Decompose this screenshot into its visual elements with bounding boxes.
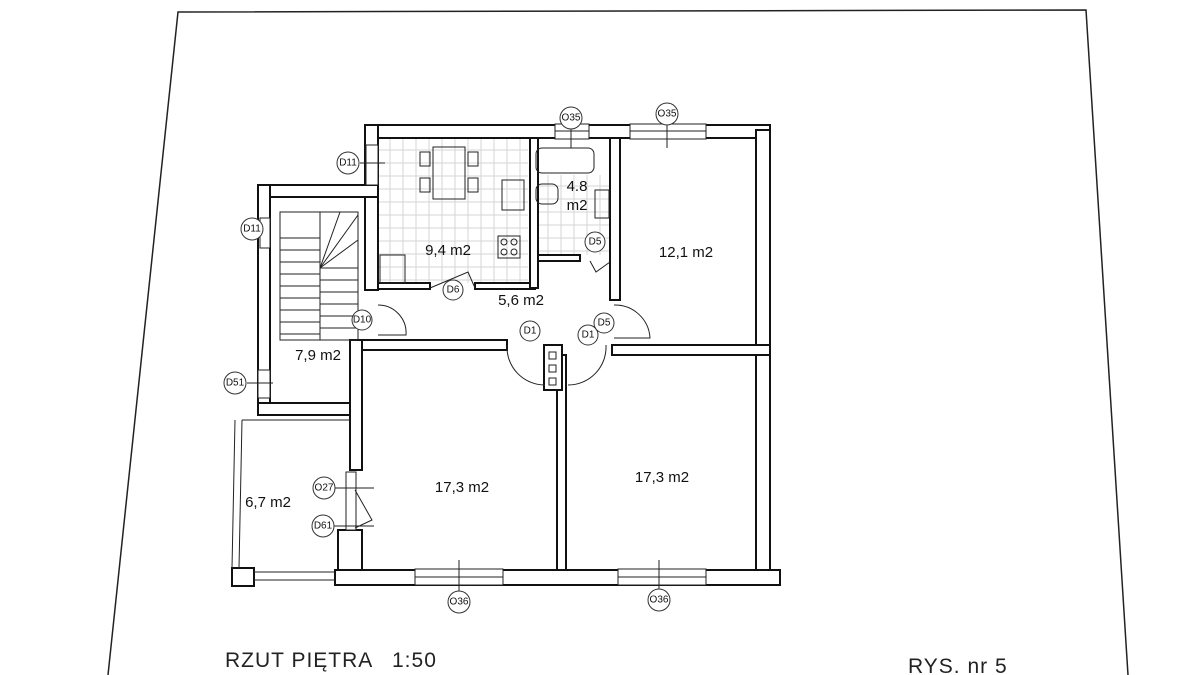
tag-o35-bedroom: O35 — [655, 102, 679, 148]
svg-text:D6: D6 — [447, 285, 460, 296]
tag-d5-bath: D5 — [584, 231, 606, 253]
tag-d5-bedroom: D5 — [593, 312, 615, 334]
svg-text:D10: D10 — [353, 315, 372, 326]
svg-text:D11: D11 — [243, 224, 261, 235]
svg-text:D1: D1 — [524, 326, 537, 337]
svg-text:D1: D1 — [582, 330, 595, 341]
tag-d51: D51 — [223, 371, 273, 395]
svg-text:O35: O35 — [562, 113, 581, 124]
tag-o35-bath: O35 — [559, 106, 583, 148]
staircase-steps — [279, 211, 359, 341]
room-area-balcony: 6,7 m2 — [245, 494, 291, 511]
tag-d11-stairs: D11 — [240, 217, 264, 241]
bathroom-tiles — [538, 175, 610, 255]
sheet-border — [107, 9, 1129, 675]
tag-d6: D6 — [442, 279, 464, 301]
svg-text:D5: D5 — [598, 318, 611, 329]
tag-d61: D61 — [311, 514, 374, 538]
tag-o36-right: O36 — [647, 560, 671, 612]
svg-text:O27: O27 — [315, 483, 334, 494]
sheet-number: RYS. nr 5 — [908, 655, 1008, 675]
svg-text:O36: O36 — [450, 597, 469, 608]
tag-d10: D10 — [351, 309, 373, 331]
svg-text:D61: D61 — [314, 521, 333, 532]
tag-o27: O27 — [312, 476, 374, 500]
room-area-left: 17,3 m2 — [435, 479, 489, 496]
kitchen-tiles — [378, 138, 528, 283]
svg-text:O36: O36 — [650, 595, 669, 606]
tag-d1-right: D1 — [577, 324, 599, 346]
room-area-kitchen: 9,4 m2 — [425, 242, 471, 259]
tag-d1-left: D1 — [519, 320, 541, 342]
drawing-scale: 1:50 — [392, 649, 437, 672]
svg-text:D51: D51 — [226, 378, 245, 389]
room-area-bathroom-value: 4.8 — [567, 178, 588, 195]
doors — [354, 260, 651, 529]
tag-d11-kitchen: D11 — [336, 151, 385, 175]
drawing-title: RZUT PIĘTRA — [225, 649, 373, 672]
furniture — [379, 146, 610, 284]
room-area-hall: 5,6 m2 — [498, 292, 544, 309]
room-area-bedroom-small: 12,1 m2 — [659, 244, 713, 261]
svg-text:D11: D11 — [339, 158, 357, 169]
room-area-right: 17,3 m2 — [635, 469, 689, 486]
tag-o36-left: O36 — [447, 560, 471, 614]
svg-text:D5: D5 — [589, 237, 602, 248]
room-area-staircase: 7,9 m2 — [295, 347, 341, 364]
room-area-bathroom-unit: m2 — [567, 197, 588, 214]
svg-text:O35: O35 — [658, 109, 677, 120]
